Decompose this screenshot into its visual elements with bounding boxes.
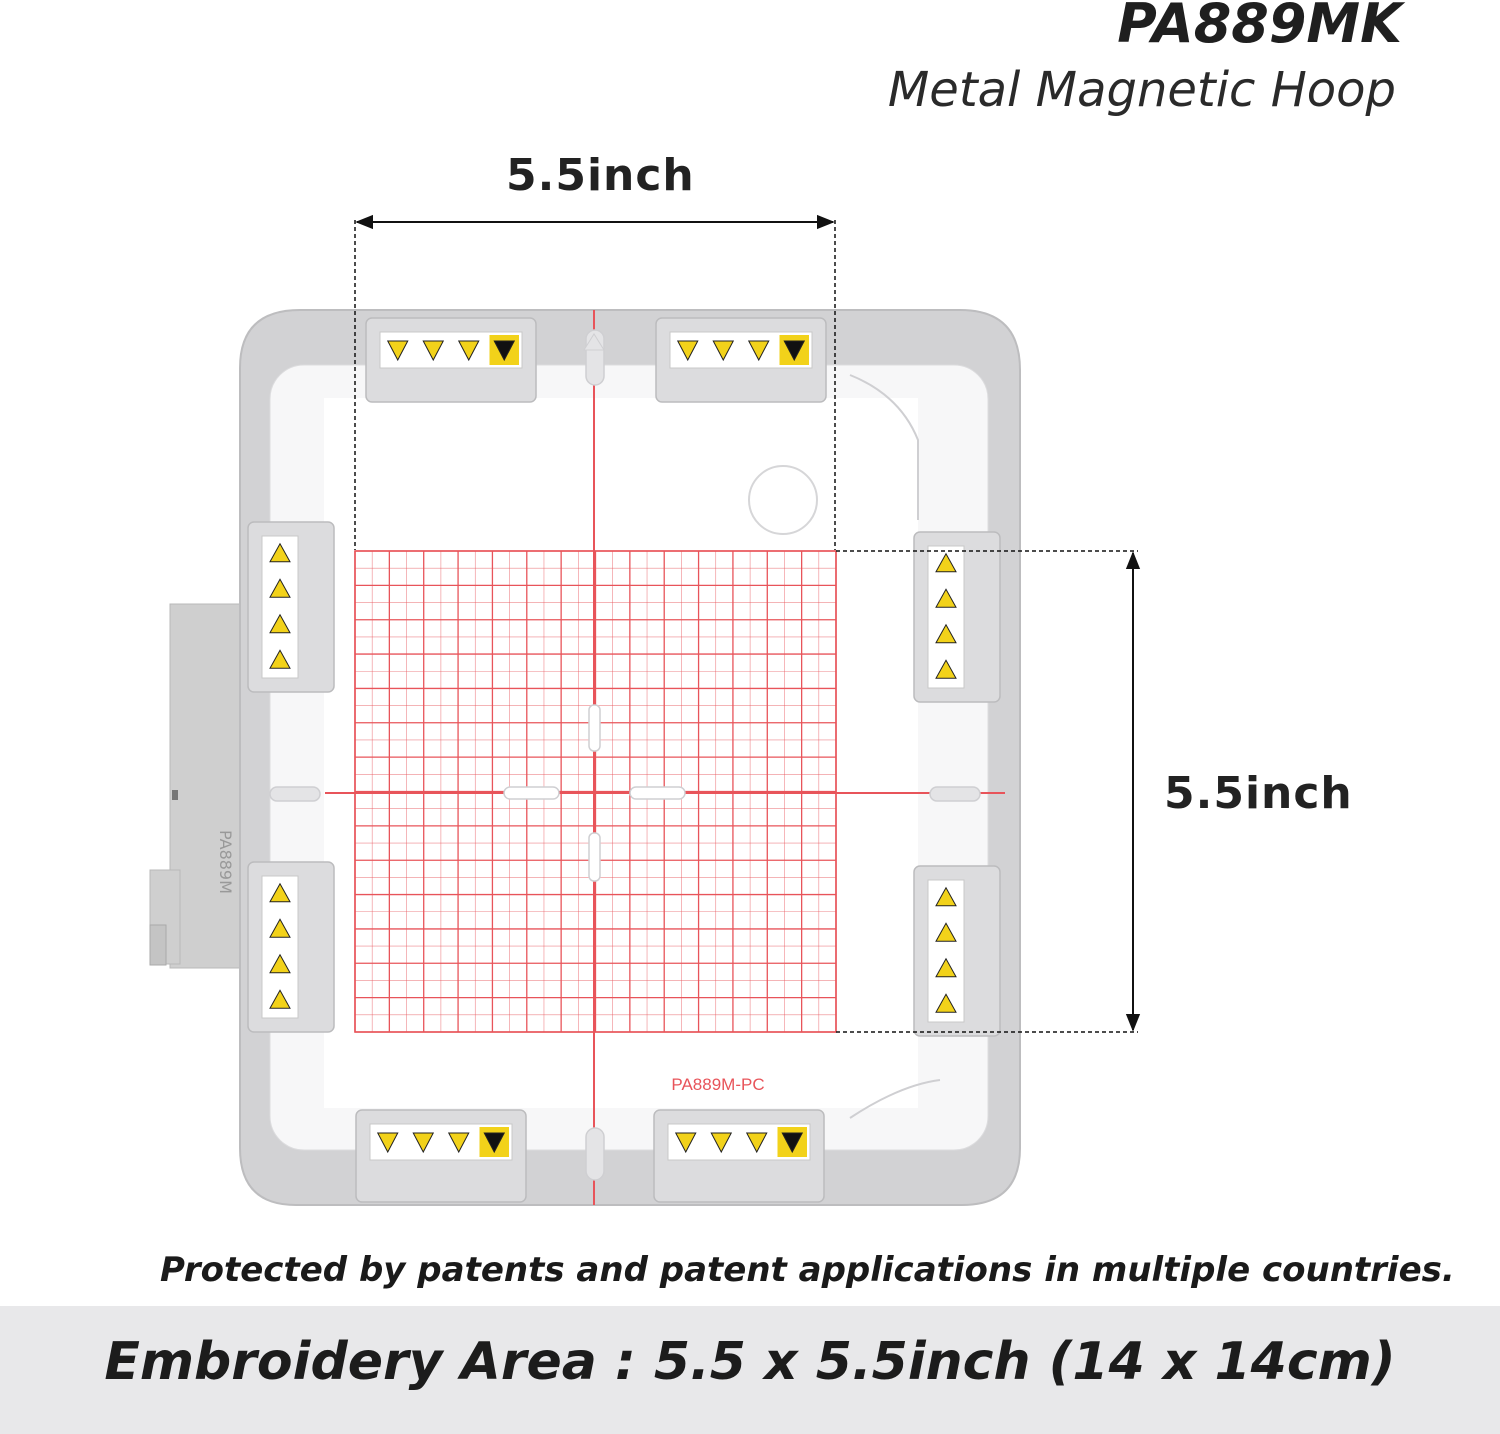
model-number: PA889MK bbox=[1117, 0, 1402, 55]
side-bracket bbox=[149, 603, 247, 969]
embroidery-area-band bbox=[0, 1306, 1500, 1434]
magnet-bottom-right bbox=[653, 1109, 825, 1203]
side-marking: PA889M bbox=[216, 830, 235, 894]
height-label: 5.5inch bbox=[1164, 768, 1353, 819]
magnet-right-top bbox=[913, 531, 1001, 703]
patent-note: Protected by patents and patent applicat… bbox=[160, 1250, 1455, 1290]
hoop-illustration: PA889M PA889M-PC bbox=[149, 214, 1141, 1206]
embroidery-area-text: Embroidery Area : 5.5 x 5.5inch (14 x 14… bbox=[104, 1332, 1396, 1392]
height-dimension bbox=[836, 550, 1141, 1033]
template-label: PA889M-PC bbox=[671, 1075, 764, 1094]
width-label: 5.5inch bbox=[506, 150, 695, 201]
magnet-bottom-left bbox=[355, 1109, 527, 1203]
magnet-top-right bbox=[655, 317, 827, 403]
alignment-hole bbox=[748, 465, 818, 535]
magnet-left-bottom bbox=[247, 861, 335, 1033]
magnet-left-top bbox=[247, 521, 335, 693]
width-dimension bbox=[354, 214, 836, 550]
magnet-right-bottom bbox=[913, 865, 1001, 1037]
product-subtitle: Metal Magnetic Hoop bbox=[887, 62, 1396, 118]
magnet-top-left bbox=[365, 317, 537, 403]
grid-area bbox=[354, 550, 837, 1033]
